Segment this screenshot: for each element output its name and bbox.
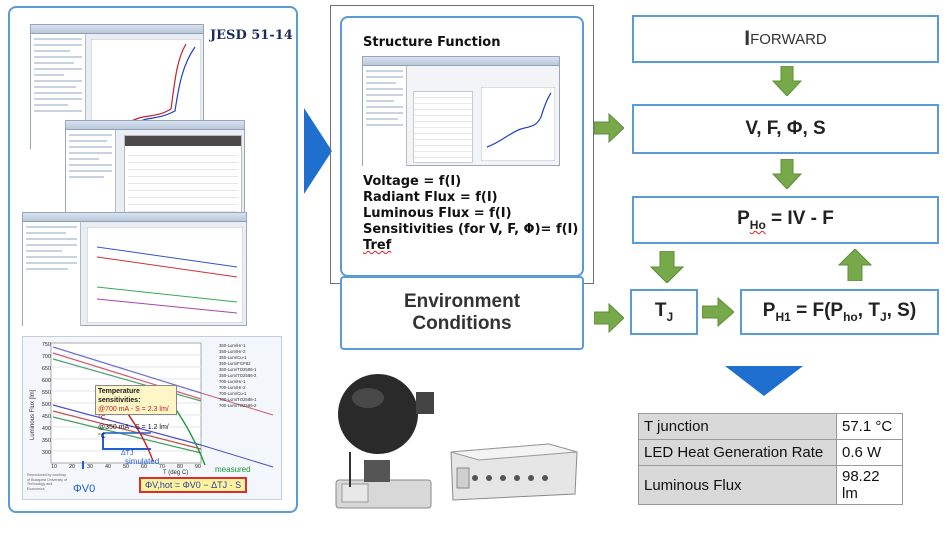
structure-function-screenshot	[362, 56, 560, 166]
green-arrow-down-2	[772, 159, 802, 189]
i-forward-box: I FORWARD	[632, 15, 939, 63]
pho-symbol: P	[737, 208, 750, 230]
blue-triangle-down	[725, 366, 803, 396]
phi-formula: ΦV,hot = ΦV0 − ΔTJ · S	[139, 477, 248, 493]
sf-line-radiant: Radiant Flux = f(I)	[363, 190, 498, 205]
sensitivity-box: Temperature sensitivities: @700 mA - S =…	[95, 385, 177, 440]
ph1-subscript: H1	[775, 309, 791, 324]
environment-line1: Environment	[403, 291, 521, 312]
sf-line-tref: Tref	[363, 238, 392, 253]
green-arrow-right-1	[594, 113, 624, 143]
sf-line-luminous: Luminous Flux = f(I)	[363, 206, 512, 221]
sf-line-voltage: Voltage = f(I)	[363, 174, 462, 189]
sf-line-sensitivities: Sensitivities (for V, F, Φ)= f(I)	[363, 222, 579, 237]
i-forward-symbol: I	[744, 27, 751, 50]
results-table: T junction 57.1 °C LED Heat Generation R…	[638, 413, 903, 505]
result-label-flux: Luminous Flux	[638, 465, 837, 505]
green-arrow-right-2	[594, 303, 624, 333]
result-value-tj: 57.1 °C	[836, 413, 903, 440]
luminous-flux-chart: Temperature sensitivities: @700 mA - S =…	[22, 336, 282, 500]
vfps-box: V, F, Φ, S	[632, 104, 939, 154]
environment-line2: Conditions	[412, 313, 512, 334]
structure-function-panel: Structure Function Voltage = f(I) Radian…	[340, 16, 584, 277]
result-value-heat: 0.6 W	[836, 439, 903, 466]
jesd-label: JESD 51-14	[210, 28, 293, 43]
chart-xlabel: T (deg C)	[163, 470, 189, 476]
structure-function-list: Voltage = f(I) Radiant Flux = f(I) Lumin…	[363, 174, 578, 254]
result-label-heat: LED Heat Generation Rate	[638, 439, 837, 466]
sensitivity-350: @350 mA - S = 1.2 lm/°C	[98, 424, 169, 440]
pho-box: PHo = IV - F	[632, 196, 939, 244]
calibration-chart-thumbnail	[87, 227, 243, 323]
ph1-eq-b: , T	[857, 300, 880, 322]
ph1-symbol: P	[762, 300, 776, 322]
ph1-subscript-2: ho	[843, 309, 858, 324]
goniometer-photo	[320, 352, 438, 517]
ph1-subscript-3: J	[879, 309, 887, 324]
tj-subscript: J	[666, 309, 674, 324]
chart-credit: Reproduced by courtesy of Budapest Unive…	[27, 473, 67, 491]
tj-symbol: T	[654, 300, 667, 322]
measured-label: measured	[215, 465, 251, 474]
software-screenshot-3	[22, 212, 247, 326]
structure-function-title: Structure Function	[363, 35, 501, 50]
result-label-tj: T junction	[638, 413, 837, 440]
result-value-flux: 98.22 lm	[836, 465, 903, 505]
pho-subscript: Ho	[749, 217, 766, 232]
chart-ylabel: Luminous Flux [lm]	[30, 389, 36, 440]
green-arrow-down-1	[772, 66, 802, 96]
green-arrow-up	[838, 249, 872, 281]
table-row: T junction 57.1 °C	[638, 413, 903, 440]
sensitivity-700: @700 mA - S = 2.3 lm/°C	[98, 406, 169, 422]
vfps-label: V, F, Φ, S	[745, 118, 826, 139]
ph1-eq-a: = F(P	[790, 300, 844, 322]
table-row: Luminous Flux 98.22 lm	[638, 465, 903, 505]
i-forward-label: FORWARD	[750, 30, 827, 48]
ph1-box: PH1 = F(Pho, TJ, S)	[740, 289, 939, 335]
ph1-eq-c: , S)	[886, 300, 917, 322]
table-row: LED Heat Generation Rate 0.6 W	[638, 439, 903, 466]
green-arrow-right-3	[702, 297, 734, 327]
simulated-label: simulated	[125, 457, 160, 466]
delta-tj-label: ΔTJ	[121, 450, 134, 457]
sensitivity-title: Temperature sensitivities:	[98, 388, 141, 404]
blue-chevron-arrow-right	[304, 108, 332, 194]
pho-equation: = IV - F	[765, 208, 834, 230]
environment-conditions-box: Environment Conditions	[340, 276, 584, 350]
thermal-tester-photo	[445, 438, 581, 504]
left-panel: JESD 51-14	[8, 6, 298, 513]
tj-box: TJ	[630, 289, 698, 335]
green-arrow-down-3	[650, 251, 684, 283]
phi-v0-label: ΦV0	[73, 483, 96, 495]
